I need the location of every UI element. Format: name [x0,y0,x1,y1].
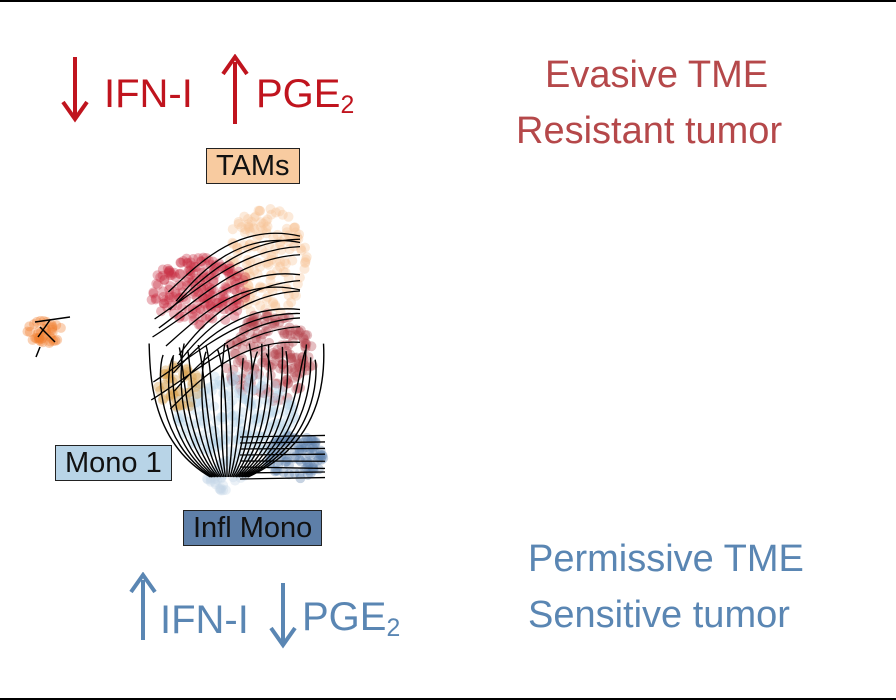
top-outcome-line2: Resistant tumor [516,110,783,152]
pge-subscript: 2 [340,92,355,120]
pge-text: PGE [256,72,341,116]
mono1-cluster [172,370,300,467]
darkred-cluster [221,308,318,406]
velocity-umap-plot [22,203,329,496]
down-arrow-icon [269,583,297,649]
tams-label: TAMs [206,148,300,184]
bottom-ifn-label: IFN-I [160,598,249,642]
up-arrow-icon [129,572,157,640]
velocity-streamlines [34,232,326,480]
bottom-outcome-line1: Permissive TME [528,538,804,580]
infl-mono-label: Infl Mono [183,510,323,546]
mono1-label: Mono 1 [55,445,172,481]
pge-subscript: 2 [386,615,401,643]
bottom-pge-label: PGE2 [302,595,400,643]
top-outcome-line1: Evasive TME [545,54,769,96]
up-arrow-icon [221,54,249,124]
top-ifn-label: IFN-I [104,72,193,116]
bottom-outcome-line2: Sensitive tumor [528,594,790,636]
down-arrow-icon [61,57,89,123]
top-pge-label: PGE2 [256,72,354,120]
pge-text: PGE [302,595,387,639]
